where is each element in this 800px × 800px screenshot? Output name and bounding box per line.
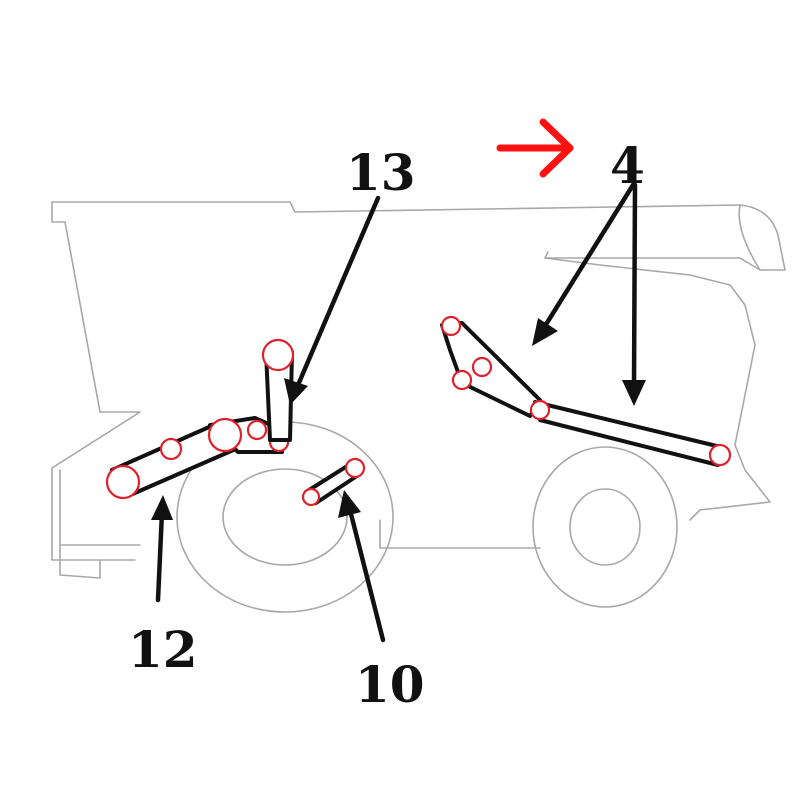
callout-13-leader: [284, 195, 381, 405]
pulley: [105, 464, 141, 500]
direction-arrow: [496, 118, 574, 178]
callout-4-leader-a: [532, 182, 636, 346]
callout-10-leader: [338, 490, 386, 643]
callout-label-4: 4: [610, 136, 645, 195]
pulley: [529, 399, 551, 421]
belt-drive-12: [105, 416, 290, 500]
engine-deck-outline: [544, 257, 771, 521]
callout-4-leader-b: [622, 182, 646, 406]
feeder-outline: [59, 469, 141, 579]
callout-label-13: 13: [346, 143, 416, 202]
rear-belt-lower: [533, 400, 727, 467]
callout-label-10: 10: [355, 655, 425, 714]
belt-drive-13: [261, 338, 295, 442]
belt-drive-10: [301, 457, 366, 507]
pulley: [440, 315, 462, 337]
pulley: [451, 369, 473, 391]
underbody-outline: [379, 519, 541, 549]
cab-roof-outline: [738, 204, 761, 271]
pulley: [708, 443, 732, 467]
front-body-outline: [51, 201, 141, 561]
callout-12-leader: [151, 495, 173, 603]
rear-wheel: [532, 446, 678, 608]
pulley: [344, 457, 366, 479]
pulley: [301, 487, 321, 507]
pulley: [246, 419, 268, 441]
belt-drive-4: [440, 315, 732, 467]
grain-tank-outline: [51, 201, 786, 271]
pulley: [471, 356, 493, 378]
pulley: [159, 437, 183, 461]
combine-outline: [51, 201, 786, 579]
callout-label-12: 12: [128, 620, 198, 679]
pulley: [261, 338, 295, 372]
pulley: [207, 417, 243, 453]
